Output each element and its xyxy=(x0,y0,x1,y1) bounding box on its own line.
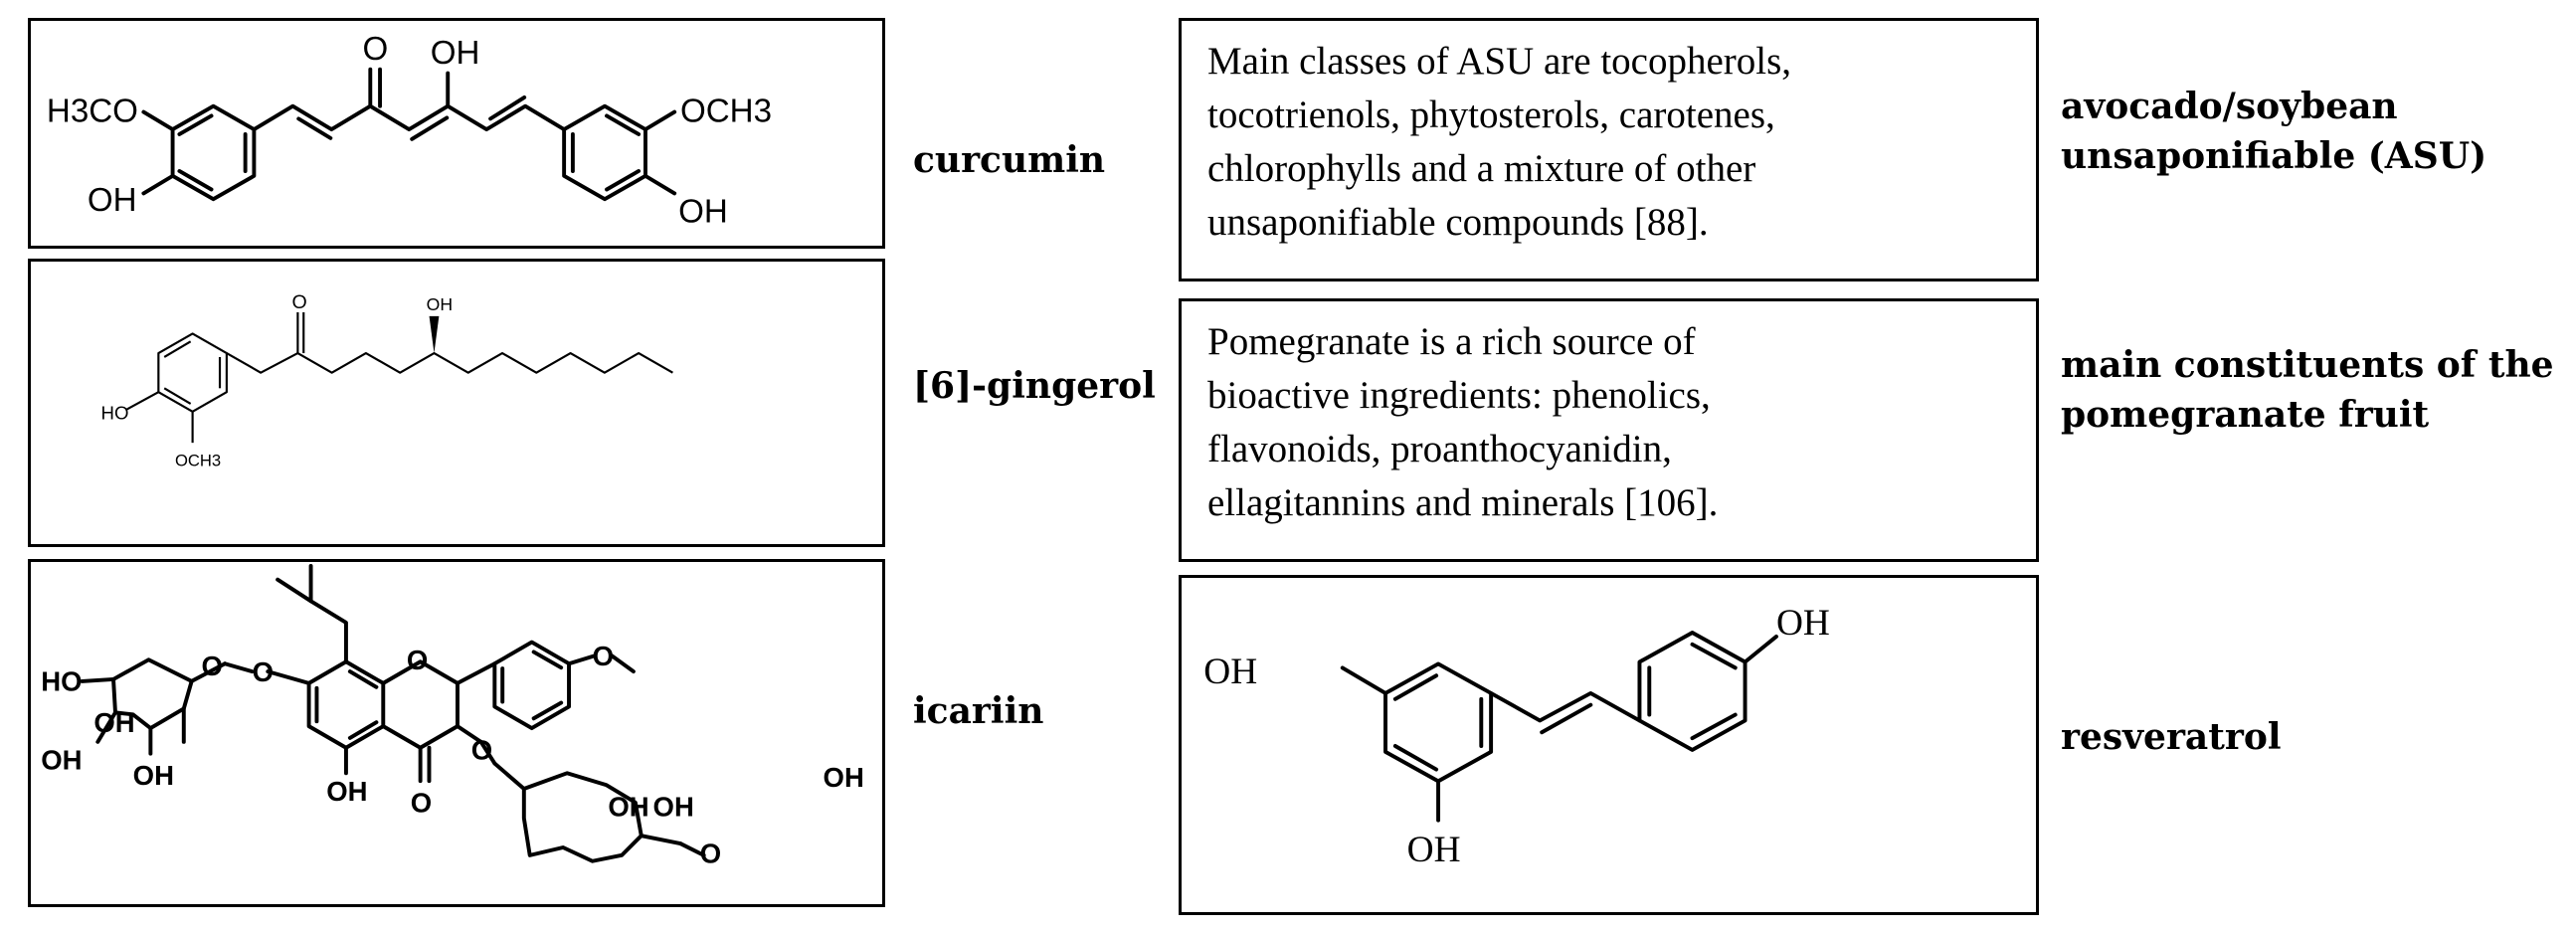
pomegranate-description-line: ellagitannins and minerals [106]. xyxy=(1207,481,1719,524)
asu-description-line: chlorophylls and a mixture of other xyxy=(1207,147,1756,190)
icariin-o-rha-ring: O xyxy=(700,839,721,869)
asu-description-line: Main classes of ASU are tocopherols, xyxy=(1207,40,1792,83)
icariin-oh-b: OH xyxy=(41,744,82,775)
pomegranate-label-line: main constituents of the xyxy=(2061,344,2554,386)
gingerol-ring xyxy=(157,332,228,413)
curcumin-label: curcumin xyxy=(913,139,1106,181)
gingerol-oh: OH xyxy=(427,294,453,314)
pomegranate-description-box: Pomegranate is a rich source of bioactiv… xyxy=(1179,298,2039,562)
icariin-oh-a: OH xyxy=(93,707,134,738)
icariin-o-ether: O xyxy=(593,641,614,671)
resveratrol-structure-box: OH OH OH xyxy=(1179,575,2039,915)
resveratrol-phenol-ring xyxy=(1637,631,1748,752)
asu-description-box: Main classes of ASU are tocopherols, toc… xyxy=(1179,18,2039,281)
resveratrol-oh-bottom: OH xyxy=(1407,830,1461,870)
resveratrol-structure: OH OH OH xyxy=(1203,603,1830,870)
gingerol-ho: HO xyxy=(101,403,129,424)
curcumin-enol-oh: OH xyxy=(431,35,480,72)
resveratrol-label: resveratrol xyxy=(2061,716,2282,758)
icariin-o-glc-ring: O xyxy=(201,651,222,681)
icariin-rhamnose xyxy=(492,761,644,863)
icariin-ho-ch2: HO xyxy=(41,666,82,697)
icariin-o-pyran: O xyxy=(407,645,428,675)
icariin-b-ring xyxy=(492,640,571,731)
icariin-a-ring xyxy=(306,659,386,750)
icariin-oh-rha-b: OH xyxy=(653,792,694,823)
pomegranate-label-line: pomegranate fruit xyxy=(2061,394,2430,436)
curcumin-h3co-left: H3CO xyxy=(47,93,138,129)
resveratrol-resorcinol-ring xyxy=(1383,661,1494,784)
icariin-label: icariin xyxy=(913,690,1044,732)
pomegranate-description-line: flavonoids, proanthocyanidin, xyxy=(1207,428,1672,470)
icariin-o-glc-link: O xyxy=(253,656,274,687)
curcumin-structure: O OH H3CO OCH3 OH OH xyxy=(47,31,772,231)
curcumin-structure-box: O OH H3CO OCH3 OH OH xyxy=(28,18,885,249)
gingerol-wedge xyxy=(429,315,440,354)
curcumin-och3-right: OCH3 xyxy=(680,93,772,129)
asu-description-line: tocotrienols, phytosterols, carotenes, xyxy=(1207,93,1775,136)
icariin-structure: HO OH OH OH O O O O OH O O OH OH OH O xyxy=(41,563,864,869)
pomegranate-description-line: Pomegranate is a rich source of xyxy=(1207,320,1696,363)
pomegranate-description-line: bioactive ingredients: phenolics, xyxy=(1207,374,1711,417)
gingerol-structure-box: O OH HO OCH3 xyxy=(28,259,885,547)
icariin-oh-rha-c: OH xyxy=(824,762,864,793)
asu-description-line: unsaponifiable compounds [88]. xyxy=(1207,201,1709,244)
gingerol-och3: OCH3 xyxy=(175,452,221,470)
icariin-glucose xyxy=(111,657,228,683)
asu-label-line: unsaponifiable (ASU) xyxy=(2061,135,2487,177)
icariin-oh-c5: OH xyxy=(326,776,367,807)
icariin-structure-box: HO OH OH OH O O O O OH O O OH OH OH O xyxy=(28,559,885,907)
pomegranate-label: main constituents of the pomegranate fru… xyxy=(2061,340,2554,440)
curcumin-keto-o: O xyxy=(363,31,389,68)
gingerol-structure: O OH HO OCH3 xyxy=(101,291,673,470)
asu-label-line: avocado/soybean xyxy=(2061,86,2398,127)
asu-label: avocado/soybean unsaponifiable (ASU) xyxy=(2061,82,2486,181)
curcumin-oh-left: OH xyxy=(88,182,137,219)
curcumin-right-ring xyxy=(562,103,647,202)
curcumin-oh-right: OH xyxy=(678,194,728,231)
gingerol-keto-o: O xyxy=(291,291,306,313)
resveratrol-oh-top: OH xyxy=(1776,603,1830,644)
curcumin-left-ring xyxy=(170,103,257,202)
resveratrol-oh-left: OH xyxy=(1203,652,1257,692)
icariin-oh-rha-a: OH xyxy=(608,792,648,823)
gingerol-label: [6]-gingerol xyxy=(913,365,1156,407)
icariin-o-carbonyl: O xyxy=(411,788,432,819)
icariin-o-rha-link: O xyxy=(471,735,492,766)
icariin-oh-c: OH xyxy=(133,760,174,791)
